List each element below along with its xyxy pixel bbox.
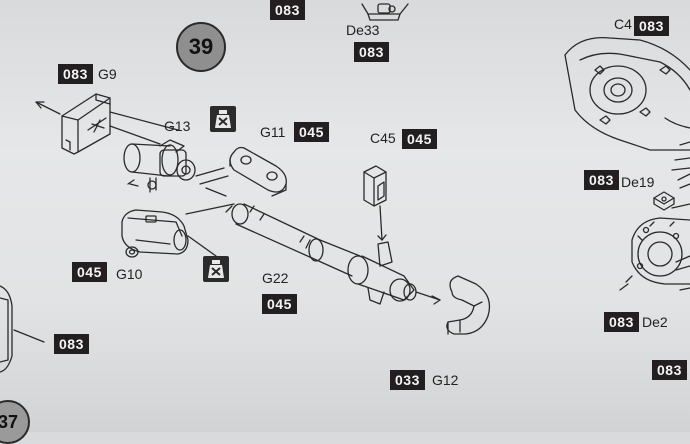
part-label-g13: G13 [164,118,191,134]
color-code-badge: 083 [604,312,639,332]
part-g11-drawing [229,146,287,197]
step-number: 39 [176,22,226,72]
color-code-badge: 033 [390,370,425,390]
color-code-badge: 083 [652,360,687,380]
color-code-badge: 045 [402,129,437,149]
part-label-c45: C45 [370,130,396,146]
part-de33-drawing [361,3,409,21]
part-label-g12: G12 [432,372,459,388]
connector-line [195,167,225,177]
part-label-g10: G10 [116,266,143,282]
part-g22-drawing [185,203,441,305]
no-glue-icon [215,110,231,128]
color-code-badge: 083 [58,64,93,84]
color-code-badge: 045 [72,262,107,282]
part-c4-drawing [564,36,690,171]
part-g12-drawing [446,275,491,335]
part-label-de2: De2 [642,314,668,330]
part-label-c4: C4 [614,16,632,32]
color-code-badge: 083 [634,16,669,36]
color-code-badge: 083 [584,170,619,190]
part-c45-drawing [363,165,387,241]
part-label-g11: G11 [260,124,286,140]
no-glue-icon [208,260,224,278]
no-glue-icon [203,256,229,282]
color-code-badge: 045 [262,294,297,314]
part-left-edge-drawing [0,285,45,373]
part-label-g22: G22 [262,270,289,286]
part-g9-drawing [35,93,179,155]
color-code-badge: 083 [54,334,89,354]
part-de2-drawing [619,203,690,291]
no-glue-icon [210,106,236,132]
part-g10-drawing [121,209,217,258]
assembly-diagram [0,3,690,373]
part-g13-drawing [123,139,196,193]
color-code-badge: 045 [294,122,329,142]
part-label-de33: De33 [346,22,380,38]
part-label-g9: G9 [98,66,117,82]
color-code-badge: 083 [354,42,389,62]
color-code-badge: 083 [270,0,305,20]
part-de19-drawing [653,173,690,211]
part-label-de19: De19 [621,174,655,190]
